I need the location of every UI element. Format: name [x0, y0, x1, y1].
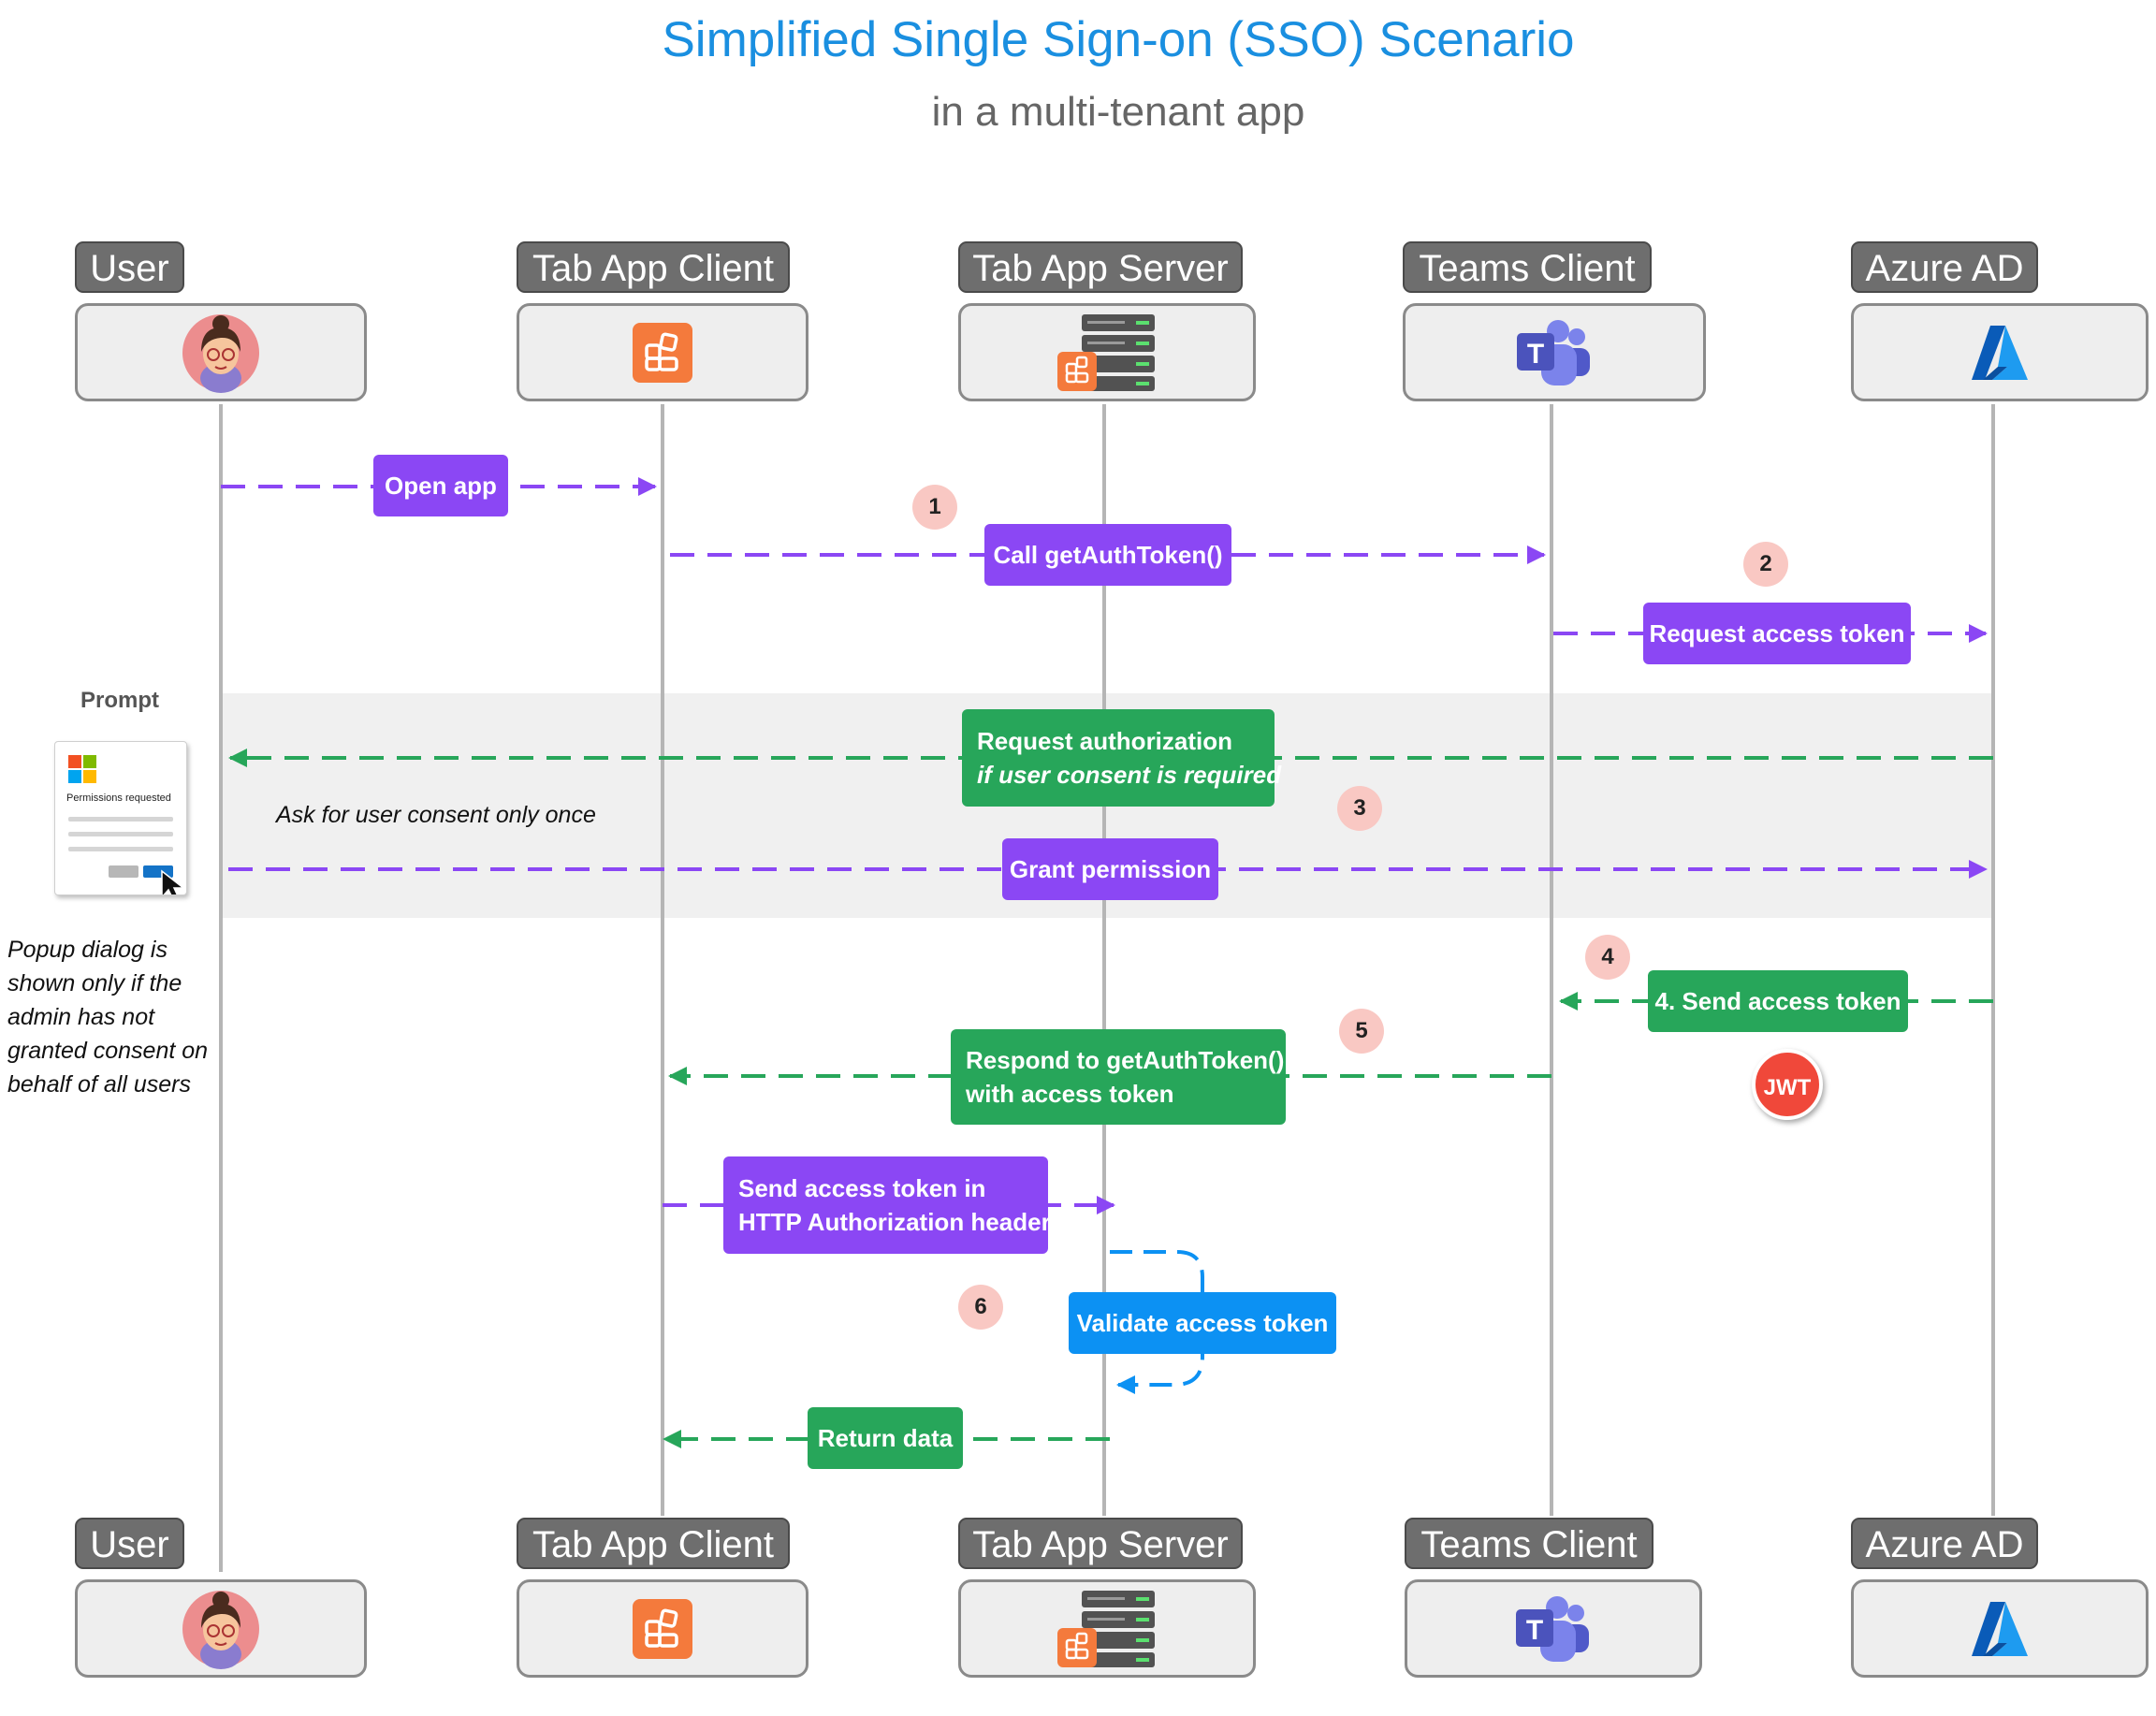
message-request-authorization: Request authorization if user consent is…	[962, 709, 1282, 807]
consent-note: Ask for user consent only once	[276, 802, 596, 828]
step-badge-2: 2	[1743, 542, 1788, 587]
popup-note-line-5: behalf of all users	[7, 1071, 191, 1098]
teams-icon: T	[1516, 1595, 1589, 1662]
participant-label-azure-ad-top: Azure AD	[1851, 241, 2038, 293]
message-open-app: Open app	[373, 455, 508, 516]
permissions-dialog-graphic	[68, 755, 186, 894]
step-badge-5: 5	[1339, 1009, 1384, 1054]
step-badge-3: 3	[1337, 786, 1382, 831]
participant-label-teams-client-top: Teams Client	[1403, 241, 1652, 293]
message-send-access-token: 4. Send access token	[1648, 970, 1908, 1032]
popup-note-line-4: granted consent on	[7, 1038, 209, 1064]
popup-note: Popup dialog is shown only if the admin …	[7, 933, 223, 1101]
teams-icon: T	[1517, 319, 1590, 385]
participant-box-azure-ad-bottom	[1851, 1579, 2149, 1678]
participant-box-teams-client-top: T	[1403, 303, 1706, 401]
svg-text:T: T	[1527, 339, 1544, 370]
step-badge-6: 6	[958, 1285, 1003, 1330]
participant-box-tab-app-client-top	[517, 303, 808, 401]
step-badge-4: 4	[1585, 935, 1630, 980]
diagram-subtitle: in a multi-tenant app	[931, 89, 1305, 135]
message-send-token-http-header: Send access token in HTTP Authorization …	[723, 1156, 1051, 1254]
send-header-line-2: HTTP Authorization header	[738, 1208, 1051, 1236]
svg-text:T: T	[1526, 1615, 1543, 1646]
azure-icon	[1972, 325, 2028, 380]
popup-note-line-1: Popup dialog is	[7, 937, 168, 963]
participant-box-teams-client-bottom: T	[1405, 1579, 1702, 1678]
participant-label-user-bottom: User	[75, 1518, 184, 1569]
participant-label-azure-ad-bottom: Azure AD	[1851, 1518, 2038, 1569]
message-validate-access-token: Validate access token	[1069, 1292, 1336, 1354]
send-header-line-1: Send access token in	[738, 1174, 986, 1202]
step-badge-1: 1	[912, 485, 957, 530]
user-avatar-icon	[182, 313, 259, 393]
server-icon	[1057, 1590, 1155, 1667]
server-icon	[1057, 313, 1155, 391]
message-call-get-auth-token: Call getAuthToken()	[984, 524, 1231, 586]
participant-label-user-top: User	[75, 241, 184, 293]
participant-box-tab-app-client-bottom	[517, 1579, 808, 1678]
jwt-badge: JWT	[1752, 1049, 1823, 1120]
azure-icon	[1972, 1601, 2028, 1656]
permissions-dialog: Permissions requested	[54, 741, 187, 895]
participant-box-tab-app-server-bottom	[958, 1579, 1256, 1678]
prompt-title: Prompt	[80, 688, 159, 713]
popup-note-line-3: admin has not	[7, 1004, 155, 1030]
diagram-title: Simplified Single Sign-on (SSO) Scenario	[662, 12, 1575, 67]
user-avatar-icon	[182, 1590, 259, 1669]
message-return-data: Return data	[808, 1407, 963, 1469]
popup-note-line-2: shown only if the	[7, 970, 182, 996]
participant-box-user-top	[75, 303, 367, 401]
microsoft-logo-icon	[68, 755, 96, 783]
participant-label-tab-app-client-top: Tab App Client	[517, 241, 790, 293]
participant-label-tab-app-client-bottom: Tab App Client	[517, 1518, 790, 1569]
respond-line-1: Respond to getAuthToken()	[966, 1046, 1285, 1074]
tab-app-icon	[633, 1598, 692, 1659]
participant-label-tab-app-server-bottom: Tab App Server	[958, 1518, 1243, 1569]
respond-line-2: with access token	[966, 1080, 1174, 1108]
participant-box-tab-app-server-top	[958, 303, 1256, 401]
participant-box-azure-ad-top	[1851, 303, 2149, 401]
message-respond-get-auth-token: Respond to getAuthToken() with access to…	[951, 1029, 1286, 1125]
message-request-access-token: Request access token	[1643, 603, 1911, 664]
request-authorization-condition: if user consent is required	[977, 761, 1282, 789]
permissions-dialog-text: Permissions requested	[66, 793, 171, 804]
participant-label-tab-app-server-top: Tab App Server	[958, 241, 1243, 293]
participant-label-teams-client-bottom: Teams Client	[1405, 1518, 1653, 1569]
message-grant-permission: Grant permission	[1002, 838, 1218, 900]
request-authorization-text: Request authorization	[977, 727, 1233, 755]
tab-app-icon	[633, 322, 692, 383]
participant-box-user-bottom	[75, 1579, 367, 1678]
